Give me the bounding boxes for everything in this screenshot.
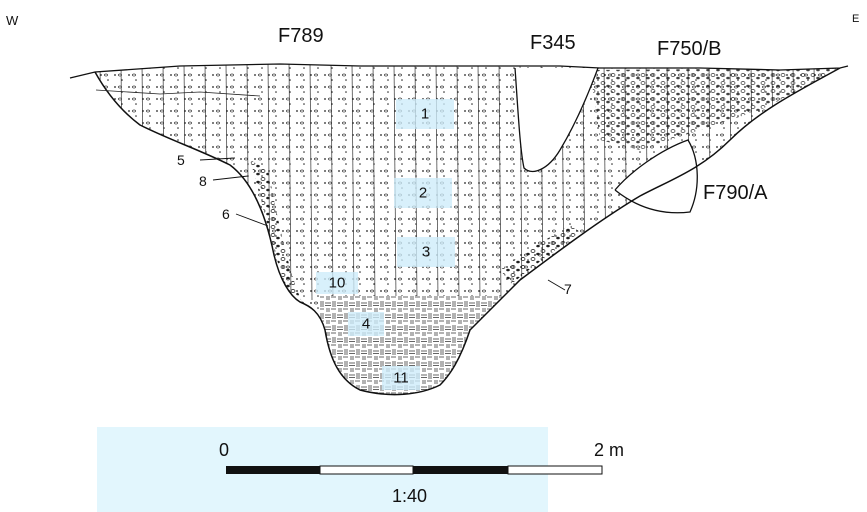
feature-label-f750b: F750/B (657, 38, 722, 60)
feature-label-f345: F345 (530, 32, 576, 54)
fill-stroke (372, 64, 376, 301)
callout-line-8 (212, 175, 249, 181)
scale-end-label: 2 m (594, 440, 625, 460)
fill-stroke (456, 64, 460, 301)
callout-7: 7 (564, 281, 572, 297)
layer-boundary (95, 89, 261, 97)
east-label: E (852, 13, 860, 25)
layer-label-1: 1 (396, 99, 454, 129)
scale-start-label: 0 (219, 440, 230, 460)
scale-ratio-label: 1:40 (392, 486, 428, 506)
callout-line-7 (547, 279, 566, 291)
layer-label-11: 11 (382, 366, 420, 390)
callout-line-5 (199, 157, 236, 161)
f790a-cut-outline (614, 139, 698, 214)
layer-label-10: 10 (316, 272, 358, 294)
callout-6: 6 (222, 206, 230, 222)
fill-stroke (351, 64, 355, 301)
pit-outline (94, 67, 841, 396)
feature-label-f790a: F790/A (703, 182, 768, 204)
callout-5: 5 (177, 152, 185, 168)
layer-label-2: 2 (394, 178, 452, 208)
layer-label-3: 3 (397, 237, 455, 267)
fill-stroke (309, 64, 313, 301)
layer-label-4: 4 (348, 312, 384, 336)
fill-stroke (330, 64, 334, 301)
f345-cut-outline (514, 67, 599, 173)
feature-label-f789: F789 (278, 25, 324, 47)
callout-8: 8 (199, 173, 207, 189)
fill-stroke (498, 64, 502, 301)
fill-stroke (288, 64, 292, 301)
west-label: W (6, 13, 19, 28)
ground-surface-line (69, 63, 849, 79)
fill-stroke (477, 64, 481, 301)
callout-line-6 (235, 213, 269, 227)
